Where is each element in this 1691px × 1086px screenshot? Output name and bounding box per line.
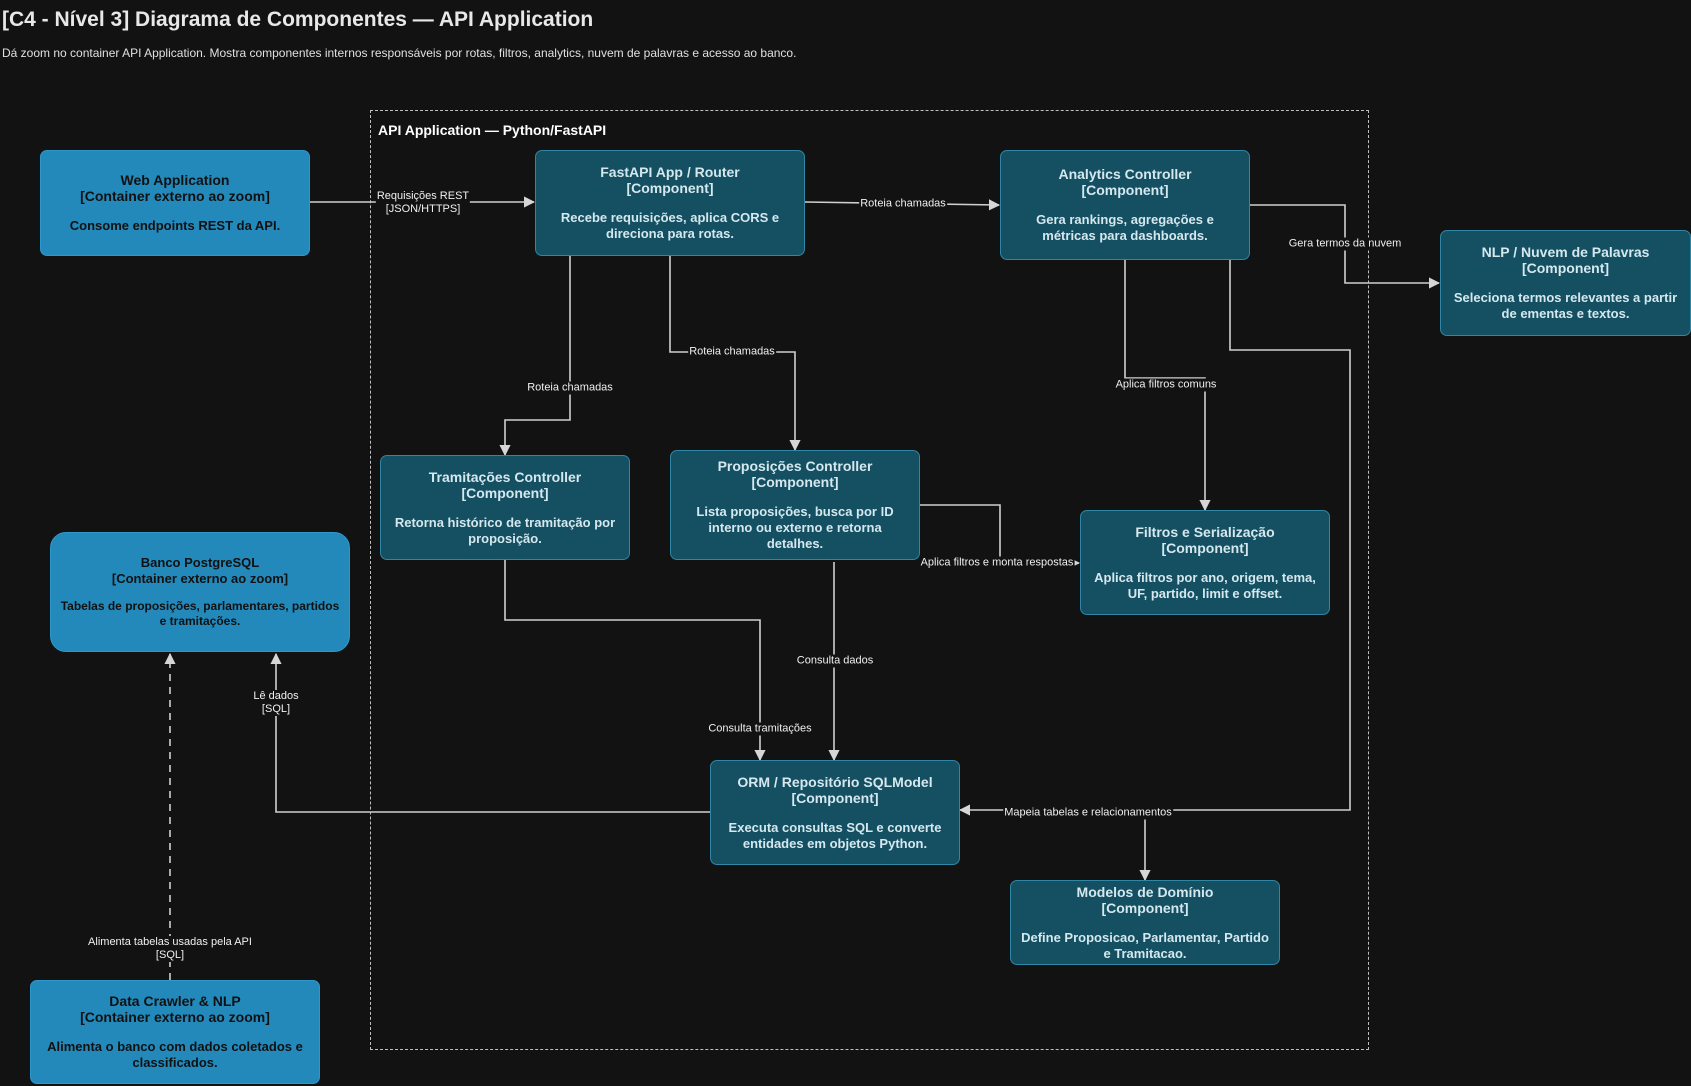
edge-label-analytics-filtros: Aplica filtros comuns [1114, 378, 1218, 392]
edge-label-orm-modelos: Mapeia tabelas e relacionamentos [1003, 806, 1173, 820]
edge-label-crawler-banco: Alimenta tabelas usadas pela API [SQL] [87, 936, 253, 962]
node-fastapi-router[interactable]: FastAPI App / Router [Component] Recebe … [535, 150, 805, 256]
node-orm-sqlmodel[interactable]: ORM / Repositório SQLModel [Component] E… [710, 760, 960, 865]
node-proposicoes-controller[interactable]: Proposições Controller [Component] Lista… [670, 450, 920, 560]
edge-label-fastapi-proposicoes: Roteia chamadas [688, 345, 776, 359]
node-analytics-controller[interactable]: Analytics Controller [Component] Gera ra… [1000, 150, 1250, 260]
page-title: [C4 - Nível 3] Diagrama de Componentes —… [2, 8, 594, 31]
boundary-label: API Application — Python/FastAPI [378, 122, 607, 138]
edge-orm-banco [270, 652, 710, 813]
edge-label-tramitacoes-orm: Consulta tramitações [707, 722, 813, 736]
node-tramitacoes-controller[interactable]: Tramitações Controller [Component] Retor… [380, 455, 630, 560]
edge-fastapi-tramitacoes [499, 256, 571, 457]
page-subtitle: Dá zoom no container API Application. Mo… [2, 46, 797, 60]
edge-analytics-filtros [1124, 260, 1211, 512]
node-modelos-dominio[interactable]: Modelos de Domínio [Component] Define Pr… [1010, 880, 1280, 965]
edge-label-analytics-nlp: Gera termos da nuvem [1287, 237, 1403, 251]
node-banco-postgresql[interactable]: Banco PostgreSQL [Container externo ao z… [50, 532, 350, 652]
edge-label-fastapi-analytics: Roteia chamadas [859, 197, 947, 211]
edge-label-fastapi-tramitacoes: Roteia chamadas [526, 381, 614, 395]
edge-label-proposicoes-filtros: Aplica filtros e monta respostas [919, 556, 1075, 570]
api-application-boundary [370, 110, 1369, 1050]
edge-analytics-modelos [1139, 260, 1351, 882]
edge-label-orm-banco: Lê dados [SQL] [252, 690, 300, 716]
edge-proposicoes-filtros [920, 504, 1081, 569]
node-nlp-nuvem[interactable]: NLP / Nuvem de Palavras [Component] Sele… [1440, 230, 1691, 336]
node-web-application[interactable]: Web Application [Container externo ao zo… [40, 150, 310, 256]
edge-label-proposicoes-orm: Consulta dados [795, 654, 875, 668]
edge-tramitacoes-orm [504, 560, 766, 762]
edge-label-web-fastapi: Requisições REST [JSON/HTTPS] [375, 190, 471, 216]
node-data-crawler[interactable]: Data Crawler & NLP [Container externo ao… [30, 980, 320, 1084]
node-filtros-serializacao[interactable]: Filtros e Serialização [Component] Aplic… [1080, 510, 1330, 615]
